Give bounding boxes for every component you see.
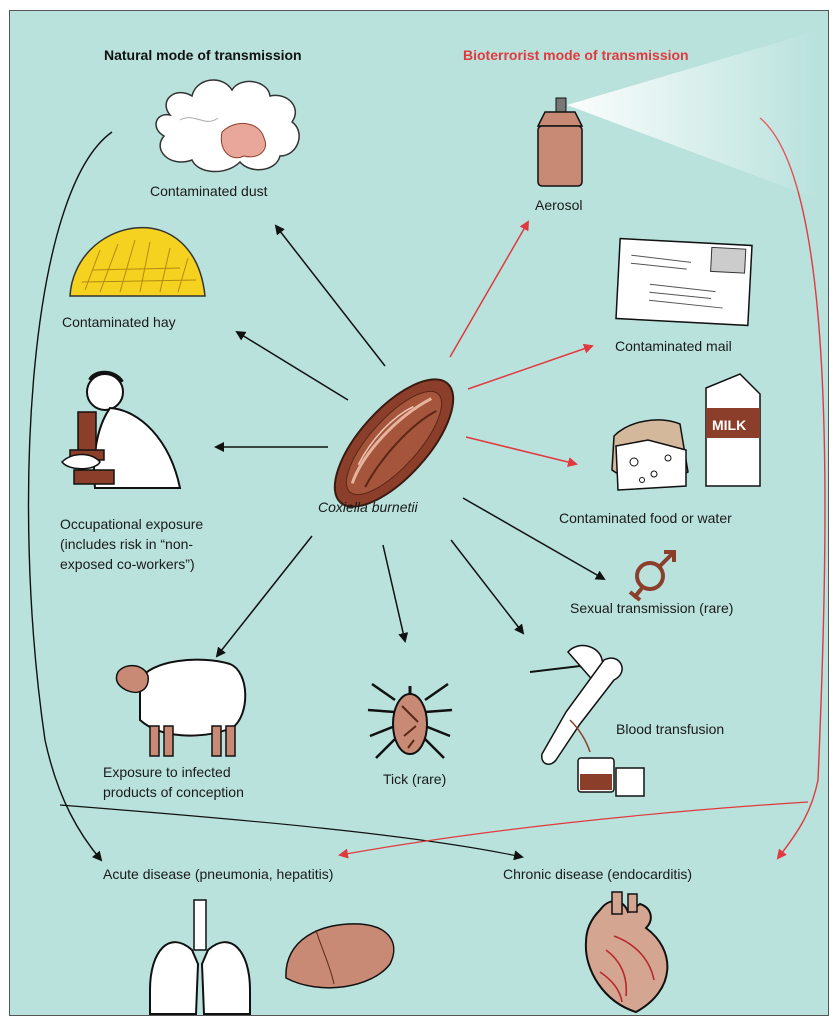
arrow-to-dust xyxy=(276,226,385,366)
sheep-label-line-2: products of conception xyxy=(103,784,244,800)
sheep-icon xyxy=(116,660,245,756)
arrow-to-sheep xyxy=(217,536,312,656)
bioterrorist-route-curve xyxy=(760,118,825,858)
milk-carton-text: MILK xyxy=(712,417,746,433)
liver-icon xyxy=(286,924,394,988)
arrow-to-food xyxy=(466,437,576,464)
natural-mode-heading: Natural mode of transmission xyxy=(104,47,302,63)
occupational-label-line-1: Occupational exposure xyxy=(60,516,203,532)
tick-label: Tick (rare) xyxy=(383,771,446,787)
dust-cloud-icon xyxy=(156,80,299,172)
sheep-label-line-1: Exposure to infected xyxy=(103,764,231,780)
arrow-to-tick xyxy=(383,545,405,641)
occupational-label-line-2: (includes risk in “non- xyxy=(60,536,193,552)
dust-label: Contaminated dust xyxy=(150,183,268,199)
blood-label: Blood transfusion xyxy=(616,721,724,737)
hay-icon xyxy=(70,228,205,296)
aerosol-label: Aerosol xyxy=(535,197,582,213)
mail-label: Contaminated mail xyxy=(615,338,732,354)
natural-crossing-line xyxy=(60,805,522,857)
tick-icon xyxy=(368,684,452,758)
hay-label: Contaminated hay xyxy=(62,314,176,330)
heart-icon xyxy=(586,892,668,1012)
arrow-to-mail xyxy=(468,346,592,389)
lab-worker-icon xyxy=(62,373,180,488)
bioterrorist-crossing-line xyxy=(340,802,808,855)
coxiella-label: Coxiella burnetii xyxy=(318,499,418,515)
occupational-label-line-3: exposed co-workers”) xyxy=(60,556,195,572)
acute-disease-label: Acute disease (pneumonia, hepatitis) xyxy=(103,866,333,882)
food-cheese-milk-icon: MILK xyxy=(612,374,760,490)
lungs-icon xyxy=(150,900,250,1014)
sexual-label: Sexual transmission (rare) xyxy=(570,600,733,616)
arrow-to-aerosol xyxy=(450,222,528,357)
arrow-to-hay xyxy=(237,332,348,400)
arrow-to-blood xyxy=(451,540,523,633)
chronic-disease-label: Chronic disease (endocarditis) xyxy=(503,866,692,882)
bioterrorist-mode-heading: Bioterrorist mode of transmission xyxy=(463,47,689,63)
gender-symbol-icon xyxy=(630,552,674,600)
food-label: Contaminated food or water xyxy=(559,510,732,526)
mail-envelope-icon xyxy=(616,239,752,326)
